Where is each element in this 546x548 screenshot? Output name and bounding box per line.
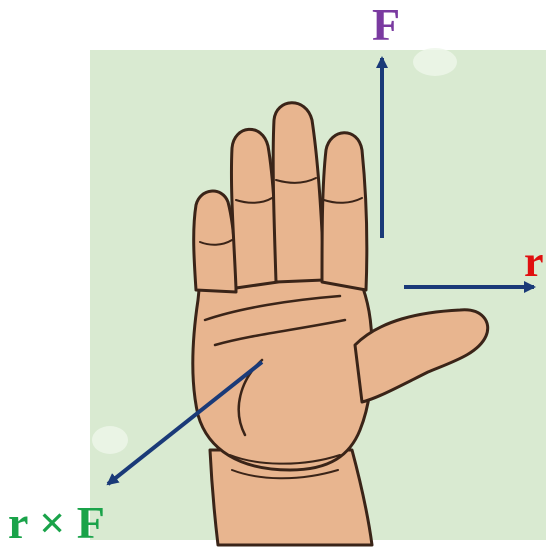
decorative-leaf — [413, 48, 457, 76]
cross-product-label: r × F — [8, 500, 105, 546]
radius-label: r — [524, 240, 544, 284]
force-label: F — [372, 2, 400, 48]
decorative-leaf — [92, 426, 128, 454]
